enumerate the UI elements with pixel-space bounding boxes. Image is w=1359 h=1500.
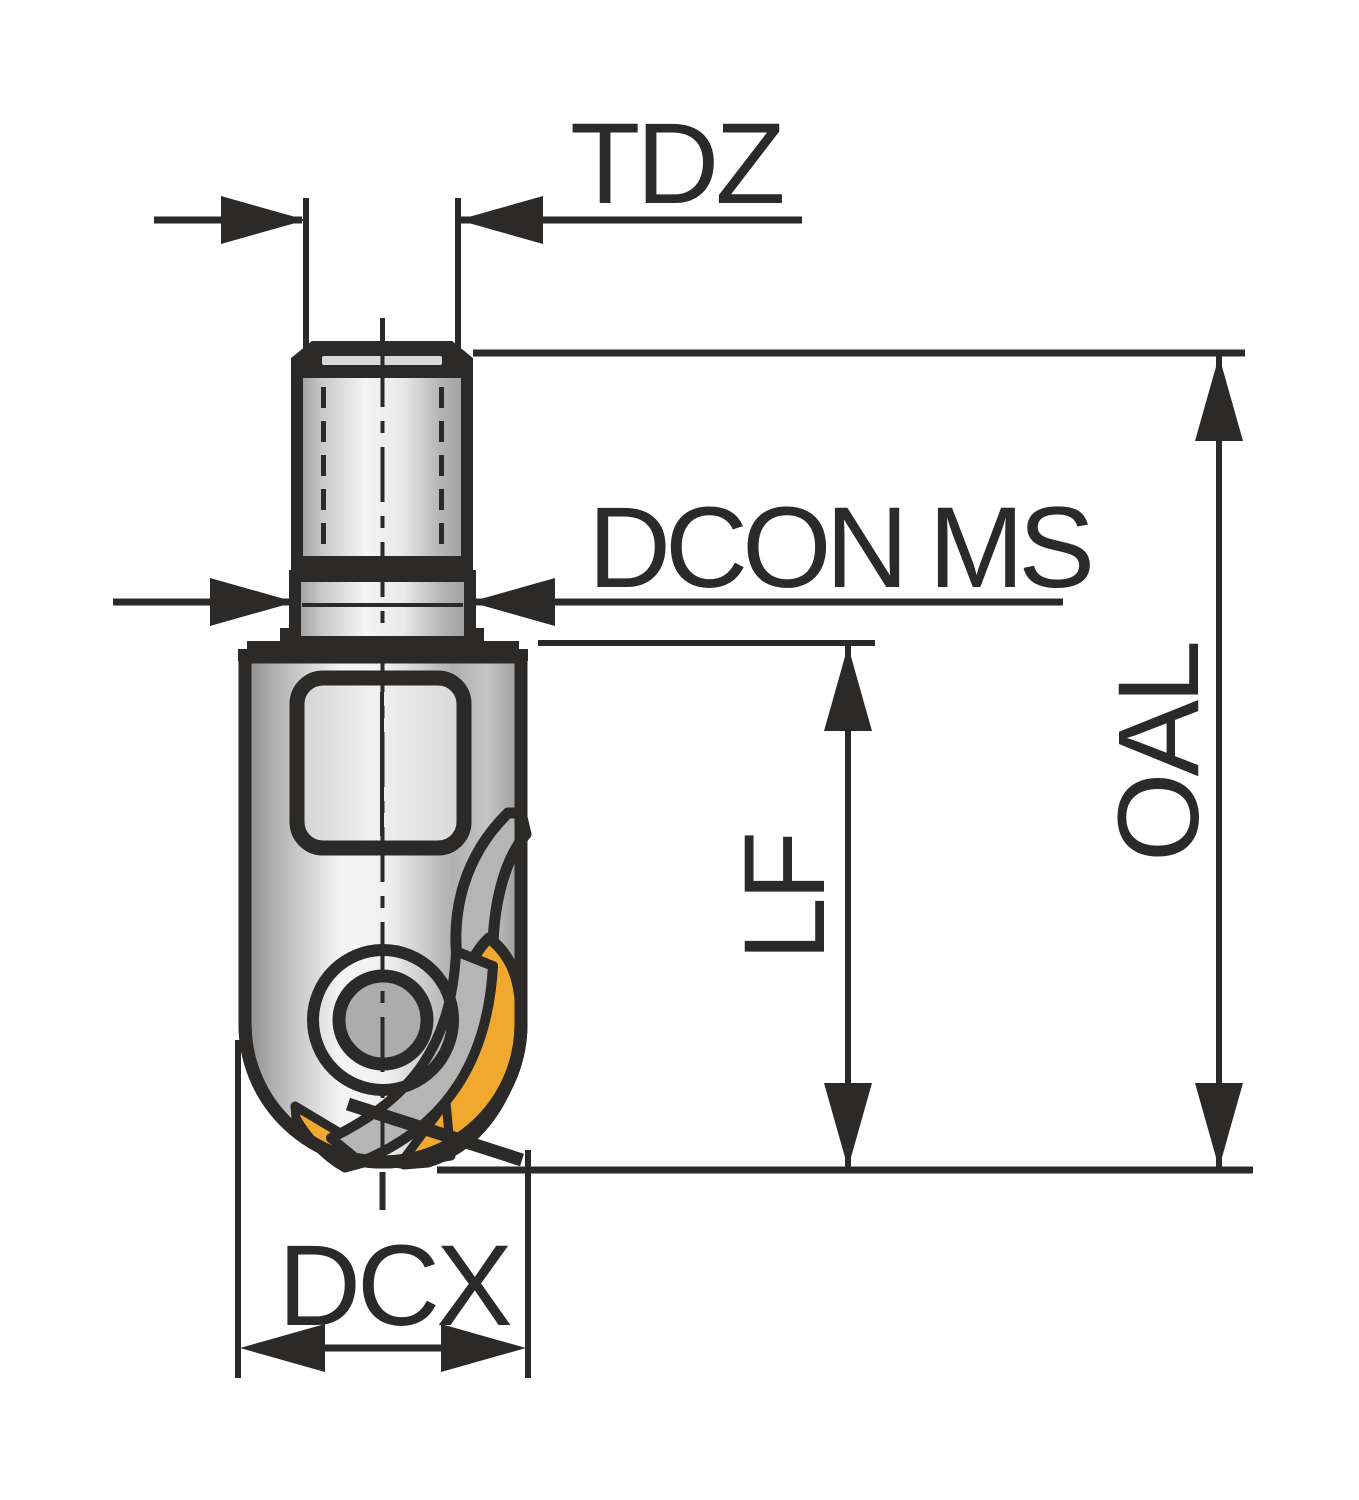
lf-arrow-down bbox=[824, 1083, 872, 1168]
cutting-edge-line bbox=[346, 1097, 524, 1167]
dcx-label: DCX bbox=[278, 1222, 511, 1350]
oal-label: OAL bbox=[1095, 643, 1223, 862]
dcx-arrow-right bbox=[441, 1324, 526, 1372]
lf-dimension: LF bbox=[538, 640, 875, 1168]
dcx-arrow-left bbox=[240, 1324, 325, 1372]
tdz-arrow-right bbox=[458, 196, 543, 244]
lf-arrow-up bbox=[824, 646, 872, 731]
dcx-dimension: DCX bbox=[235, 1040, 531, 1378]
tdz-dimension: TDZ bbox=[154, 100, 802, 360]
oal-arrow-up bbox=[1195, 356, 1243, 441]
collar-fillet-left bbox=[280, 628, 298, 642]
tdz-arrow-left bbox=[221, 196, 306, 244]
dcon-arrow-right bbox=[470, 578, 555, 626]
oal-arrow-down bbox=[1195, 1083, 1243, 1168]
tool-illustration bbox=[238, 318, 532, 1210]
tdz-label: TDZ bbox=[570, 100, 782, 228]
collar-fillet-right bbox=[466, 628, 484, 642]
dcon-arrow-left bbox=[210, 578, 295, 626]
dcon-label: DCON MS bbox=[588, 484, 1090, 612]
oal-dimension: OAL bbox=[473, 349, 1245, 1168]
dcon-dimension: DCON MS bbox=[113, 484, 1096, 626]
lf-label: LF bbox=[721, 835, 849, 961]
body-outline bbox=[238, 650, 528, 1169]
